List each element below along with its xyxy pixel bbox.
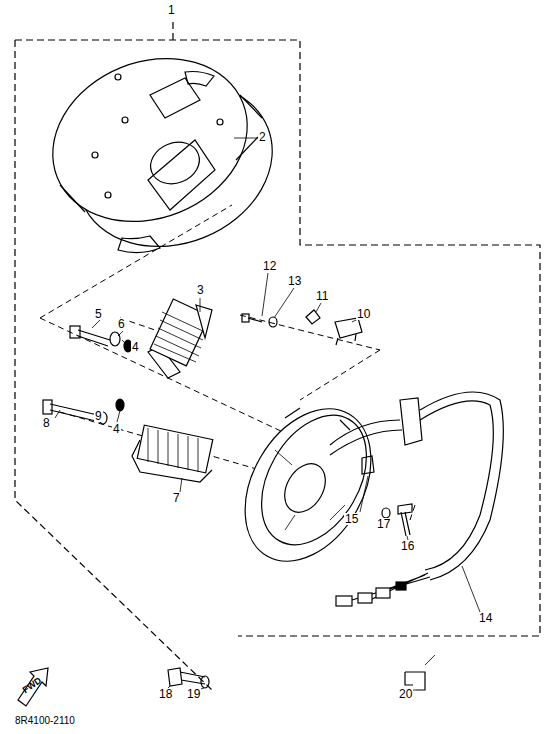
- callout-number: 12: [262, 260, 277, 272]
- callout-number: 16: [400, 540, 415, 552]
- callout-number: 14: [478, 612, 493, 624]
- callout-number: 4: [131, 341, 140, 353]
- clamp: [362, 456, 374, 474]
- screw: [43, 326, 132, 424]
- coil: [148, 299, 212, 378]
- callout-number: 2: [258, 131, 267, 143]
- callout-number: 8: [42, 417, 51, 429]
- callout-number: 3: [196, 284, 205, 296]
- callout-number: 15: [344, 513, 359, 525]
- callout-number: 4: [112, 423, 121, 435]
- callout-number: 11: [315, 290, 329, 302]
- callout-number: 9: [94, 410, 103, 422]
- diagram-code: 8R4100-2110: [14, 716, 76, 726]
- callout-number: 18: [158, 688, 173, 700]
- direction-arrow: [18, 668, 48, 706]
- lead-wire: [330, 392, 503, 606]
- leader-line: [55, 138, 480, 690]
- callout-number: 5: [94, 308, 103, 320]
- callout-number: 1: [167, 4, 176, 16]
- pickup-coil: [242, 310, 362, 345]
- coil: [132, 425, 213, 482]
- screw: [168, 668, 205, 686]
- callout-number: 20: [398, 688, 413, 700]
- callout-number: 7: [172, 492, 181, 504]
- callout-number: 13: [287, 275, 302, 287]
- washer: [382, 508, 390, 518]
- washer: [201, 676, 209, 688]
- callout-number: 17: [376, 518, 391, 530]
- flywheel: [28, 30, 297, 275]
- stator-base: [219, 386, 396, 583]
- callout-number: 6: [117, 318, 126, 330]
- callout-number: 10: [356, 308, 371, 320]
- group-outline: [15, 22, 540, 690]
- screw: [398, 504, 412, 536]
- callout-number: 19: [186, 688, 201, 700]
